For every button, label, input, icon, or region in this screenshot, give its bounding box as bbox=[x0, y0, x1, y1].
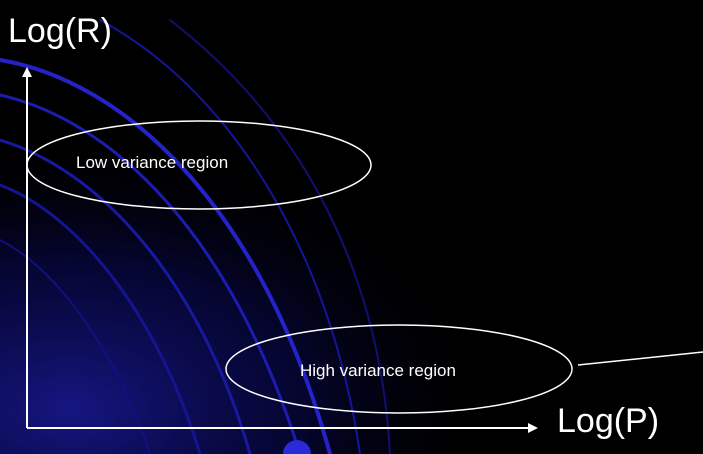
low-variance-ellipse bbox=[26, 120, 372, 210]
y-axis-label: Log(R) bbox=[8, 12, 112, 50]
background-arc bbox=[0, 58, 332, 454]
background-arc bbox=[0, 183, 202, 454]
low-variance-label: Low variance region bbox=[76, 153, 229, 172]
background-arc bbox=[0, 138, 252, 454]
background-arc bbox=[169, 19, 391, 454]
background-arcs bbox=[0, 19, 391, 454]
high-variance-label: High variance region bbox=[300, 361, 456, 380]
background-dot bbox=[283, 440, 311, 454]
background-arc bbox=[0, 93, 302, 454]
x-axis-label: Log(P) bbox=[557, 402, 660, 440]
background-arc bbox=[99, 19, 361, 454]
high-variance-ellipse bbox=[225, 324, 573, 414]
background-arc bbox=[0, 239, 151, 454]
connector-line bbox=[577, 351, 703, 366]
